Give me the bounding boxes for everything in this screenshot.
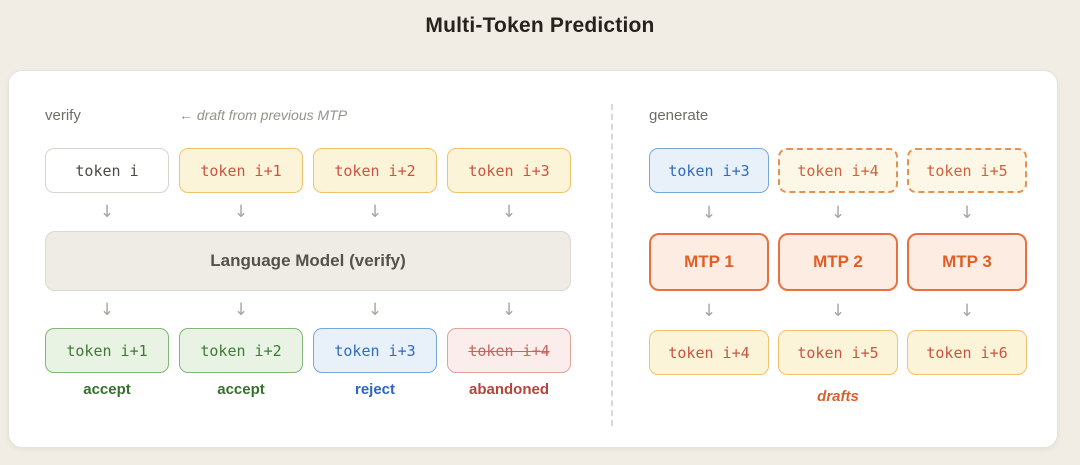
token-i5-speculative-box: token i+5 (907, 148, 1027, 193)
token-i3-rejected-box: token i+3 (313, 328, 437, 373)
down-arrow-icon: ↓ (233, 202, 249, 222)
mtp-1-box: MTP 1 (649, 233, 769, 291)
down-arrow-icon: ↓ (501, 202, 517, 222)
verify-arrow-row-bottom: ↓ ↓ ↓ ↓ (45, 291, 571, 328)
token-i2-draft-box: token i+2 (313, 148, 437, 193)
generate-arrow-row-bottom: ↓ ↓ ↓ (649, 291, 1027, 330)
token-i3-draft-box: token i+3 (447, 148, 571, 193)
token-i3-context-box: token i+3 (649, 148, 769, 193)
down-arrow-icon: ↓ (367, 202, 383, 222)
token-i4-abandoned-box: token i+4 (447, 328, 571, 373)
verify-section: verify ← draft from previous MTP token i… (45, 107, 571, 398)
mtp-3-box: MTP 3 (907, 233, 1027, 291)
token-i5-draft-output-box: token i+5 (778, 330, 898, 375)
drafts-label: drafts (817, 388, 859, 405)
page-title: Multi-Token Prediction (425, 14, 655, 37)
generate-label: generate (649, 107, 709, 124)
generate-section: generate token i+3 token i+4 token i+5 ↓… (649, 107, 1027, 405)
reject-verdict-label: reject (354, 381, 396, 398)
down-arrow-icon: ↓ (959, 203, 975, 223)
down-arrow-icon: ↓ (701, 203, 717, 223)
token-i4-speculative-box: token i+4 (778, 148, 898, 193)
draft-from-previous-mtp-note: ← draft from previous MTP (179, 107, 348, 123)
abandoned-verdict-label: abandoned (468, 381, 549, 398)
down-arrow-icon: ↓ (367, 299, 383, 320)
down-arrow-icon: ↓ (233, 299, 249, 320)
down-arrow-icon: ↓ (99, 299, 115, 320)
down-arrow-icon: ↓ (501, 299, 517, 320)
diagram-card: verify ← draft from previous MTP token i… (8, 70, 1058, 448)
verify-output-token-row: token i+1 token i+2 token i+3 token i+4 (45, 328, 571, 373)
mtp-2-box: MTP 2 (778, 233, 898, 291)
verify-label: verify (45, 107, 81, 124)
accept-verdict-label: accept (83, 381, 131, 398)
token-i-box: token i (45, 148, 169, 193)
verify-header: verify ← draft from previous MTP (45, 107, 571, 127)
down-arrow-icon: ↓ (701, 300, 717, 321)
accept-verdict-label: accept (217, 381, 265, 398)
token-i6-draft-output-box: token i+6 (907, 330, 1027, 375)
verify-arrow-row-top: ↓ ↓ ↓ ↓ (45, 193, 571, 231)
section-divider (611, 104, 613, 426)
down-arrow-icon: ↓ (830, 203, 846, 223)
down-arrow-icon: ↓ (99, 202, 115, 222)
token-i4-draft-output-box: token i+4 (649, 330, 769, 375)
generate-header: generate (649, 107, 1027, 127)
down-arrow-icon: ↓ (830, 300, 846, 321)
language-model-verify-box: Language Model (verify) (45, 231, 571, 291)
generate-output-token-row: token i+4 token i+5 token i+6 (649, 330, 1027, 375)
verdict-row: accept accept reject abandoned (45, 381, 571, 398)
down-arrow-icon: ↓ (959, 300, 975, 321)
mtp-module-row: MTP 1 MTP 2 MTP 3 (649, 233, 1027, 291)
token-i1-draft-box: token i+1 (179, 148, 303, 193)
verify-input-token-row: token i token i+1 token i+2 token i+3 (45, 148, 571, 193)
token-i2-accepted-box: token i+2 (179, 328, 303, 373)
token-i1-accepted-box: token i+1 (45, 328, 169, 373)
generate-arrow-row-top: ↓ ↓ ↓ (649, 193, 1027, 233)
generate-input-token-row: token i+3 token i+4 token i+5 (649, 148, 1027, 193)
